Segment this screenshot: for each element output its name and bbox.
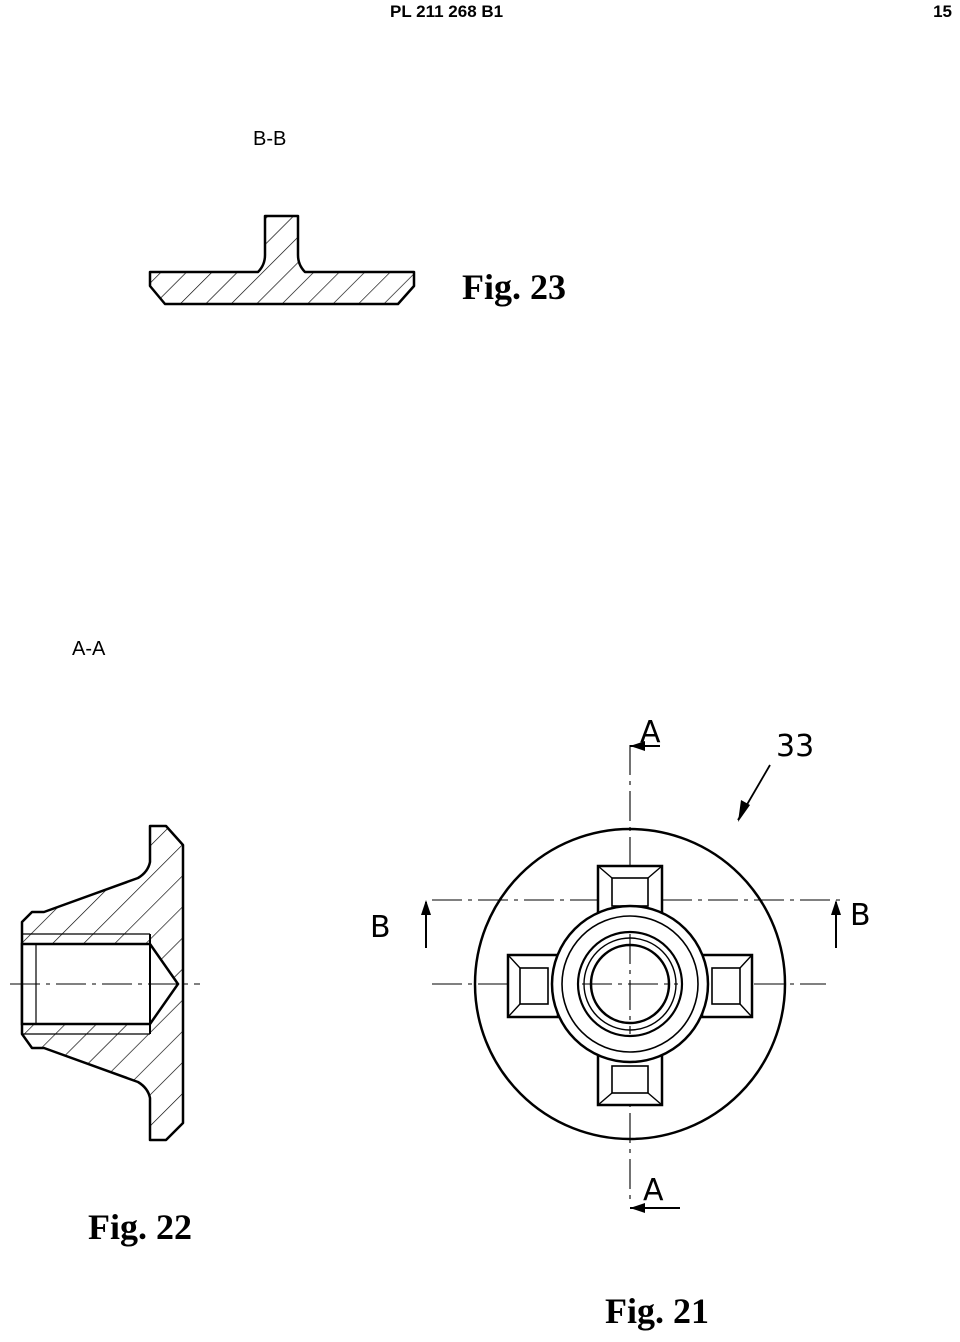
b-b-section-outline xyxy=(148,214,416,306)
fig21-plan-drawing: A A B B 33 xyxy=(370,715,871,1213)
cut-marker-a-bottom: A xyxy=(630,1173,680,1213)
rib-pocket-right xyxy=(700,953,754,1019)
fig23-caption: Fig. 23 xyxy=(462,267,566,307)
svg-text:B: B xyxy=(850,898,871,933)
svg-text:33: 33 xyxy=(776,729,814,764)
svg-text:A: A xyxy=(640,715,661,750)
svg-text:B: B xyxy=(370,910,391,945)
fig22-caption: Fig. 22 xyxy=(88,1207,192,1247)
page-number: 15 xyxy=(933,2,952,21)
fig23-section-drawing xyxy=(148,214,416,306)
cut-marker-b-right: B xyxy=(831,898,871,948)
section-label-b-b: B-B xyxy=(253,128,287,150)
section-label-a-a: A-A xyxy=(72,638,106,660)
cut-marker-b-left: B xyxy=(370,900,431,948)
fig21-caption: Fig. 21 xyxy=(605,1291,709,1331)
fig22-section-drawing xyxy=(10,824,200,1142)
svg-text:A: A xyxy=(643,1173,664,1208)
rib-pocket-left xyxy=(506,953,560,1019)
reference-numeral-33: 33 xyxy=(737,729,814,822)
threaded-bore xyxy=(20,942,180,1026)
rib-pocket-bottom xyxy=(596,1053,664,1107)
document-number: PL 211 268 B1 xyxy=(390,2,504,21)
cut-marker-a-top: A xyxy=(630,715,661,751)
outer-flange xyxy=(473,827,787,1141)
